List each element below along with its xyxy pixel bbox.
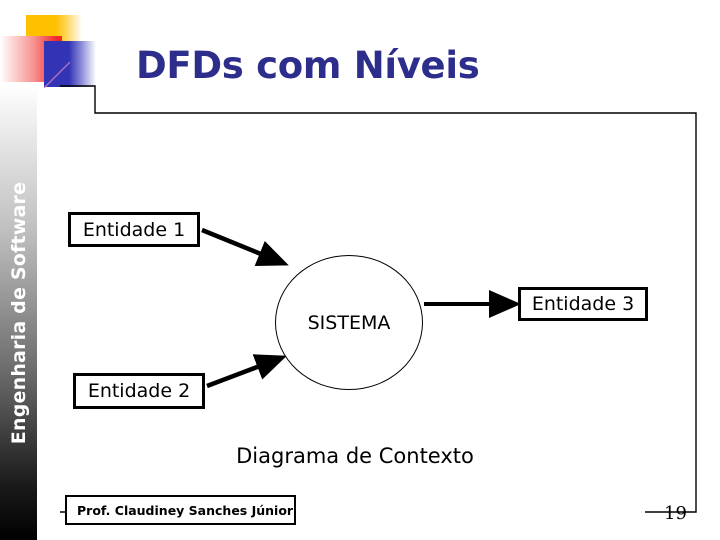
footer-author-box: Prof. Claudiney Sanches Júnior	[65, 495, 296, 525]
flow-entidade1-to-sistema	[201, 227, 289, 266]
entity-box-entidade-2[interactable]: Entidade 2	[73, 373, 205, 409]
entity-label: Entidade 2	[87, 380, 191, 402]
footer-author-text: Prof. Claudiney Sanches Júnior	[77, 502, 294, 518]
process-circle-sistema[interactable]: SISTEMA	[275, 255, 423, 390]
entity-box-entidade-3[interactable]: Entidade 3	[518, 287, 648, 321]
entity-box-entidade-1[interactable]: Entidade 1	[68, 212, 200, 247]
flow-entidade2-to-sistema	[206, 354, 287, 389]
page-number: 19	[664, 503, 687, 524]
sidebar-banner: Engenharia de Software	[0, 86, 37, 540]
diagram-caption: Diagrama de Contexto	[236, 444, 474, 468]
entity-label: Entidade 3	[531, 293, 635, 315]
process-label: SISTEMA	[307, 311, 391, 334]
entity-label: Entidade 1	[82, 218, 186, 241]
decorative-triangle-accent	[44, 62, 70, 88]
page-title: DFDs com Níveis	[136, 44, 480, 87]
